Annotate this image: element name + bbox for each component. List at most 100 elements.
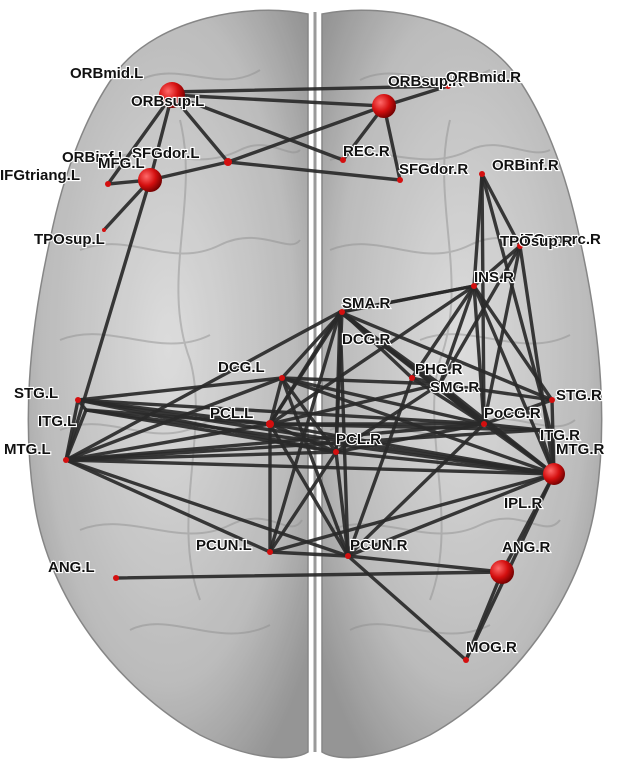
label-mtg-r: MTG.R (556, 441, 604, 458)
edge-sfgdor-l-to-sfgdor-r (226, 160, 402, 182)
node-mtg-l (63, 457, 69, 463)
node-stg-l (75, 397, 81, 403)
node-dcg-l (279, 375, 285, 381)
edge-dcg-l-to-pcl-l (268, 376, 284, 426)
edge-ins-r-to-stg-r (472, 284, 554, 402)
label-orbsup-l: ORBsup.L (131, 93, 204, 110)
edge-mtg-l-to-ipl-r (64, 458, 556, 476)
label-pcl-l: PCL.L (210, 405, 253, 422)
label-ipl-r: IPL.R (504, 495, 543, 512)
edge-orbsup-l-to-orbsup-r (170, 93, 386, 108)
label-itg-r: ITG.R (540, 427, 580, 444)
label-sma-r: SMA.R (342, 295, 391, 312)
edge-dcg-l-to-smg-r (280, 376, 442, 386)
edge-orbsup-l-to-sfgdor-l (170, 93, 230, 164)
edge-orbsup-r-to-sfgdor-l (226, 104, 386, 164)
edge-orbsup-r-to-sfgdor-r (382, 104, 402, 182)
node-orbsup-r (372, 94, 396, 118)
edge-pcun-l-to-pcun-r (268, 550, 350, 558)
edge-smg-r-to-stg-r (438, 382, 554, 402)
node-mfg-l (138, 168, 162, 192)
edge-ins-r-to-phg-r (410, 284, 476, 380)
edge-sfgdor-l-to-mfg-l (148, 160, 230, 182)
node-orbsup-l (159, 82, 185, 108)
edge-orbinf-r-to-ifgoperc-r (480, 172, 522, 248)
label-pcun-r: PCUN.R (350, 537, 408, 554)
edge-itg-l-to-ipl-r (84, 408, 556, 476)
edge-dcg-r-to-pcl-l (268, 310, 342, 426)
edge-phg-r-to-pocg-r (410, 376, 486, 426)
node-ins-r (471, 283, 477, 289)
edge-ifgoperc-r-to-ins-r (472, 244, 522, 288)
node-pcl-l (266, 420, 274, 428)
edge-ins-r-to-pcl-l (268, 284, 476, 426)
connection-edges (64, 84, 556, 662)
label-orbsup-r: ORBsup.R (388, 73, 463, 90)
label-mog-r: MOG.R (466, 639, 517, 656)
node-ang-l (113, 575, 119, 581)
edge-pcun-r-to-mog-r (346, 554, 468, 662)
label-pcl-r: PCL.R (336, 431, 381, 448)
left-hemisphere (27, 9, 309, 759)
edge-dcg-l-to-pocg-r (280, 376, 486, 426)
label-mtg-l: MTG.L (4, 441, 51, 458)
node-pocg-r (481, 421, 487, 427)
label-ang-r: ANG.R (502, 539, 551, 556)
edge-orbsup-l-to-rec-r (170, 93, 345, 162)
label-dcg-r: DCG.R (342, 331, 391, 348)
node-mog-r (463, 657, 469, 663)
label-stg-l: STG.L (14, 385, 58, 402)
label-rec-r: REC.R (343, 143, 390, 160)
label-ifgtriang-l: IFGtriang.L (0, 167, 80, 184)
label-pcun-l: PCUN.L (196, 537, 252, 554)
right-hemisphere (321, 9, 603, 759)
edge-ang-r-to-mog-r (464, 570, 504, 662)
node-pcun-l (267, 549, 273, 555)
node-pcun-r (345, 553, 351, 559)
edge-pcl-l-to-smg-r (268, 382, 442, 426)
edge-mtg-l-to-pcun-l (64, 458, 272, 554)
edge-orbmid-l-to-orbmid-r (168, 84, 450, 94)
edge-stg-l-to-pocg-r (76, 398, 486, 426)
edge-ipl-r-to-pcun-r (346, 472, 556, 558)
label-smg-r: SMG.R (430, 379, 479, 396)
label-orbmid-r: ORBmid.R (446, 69, 521, 86)
node-ifgoperc-r (517, 243, 523, 249)
node-rec-r (340, 157, 346, 163)
node-sma-r (339, 309, 345, 315)
edge-ins-r-to-dcg-r (338, 284, 476, 314)
edge-stg-l-to-mtg-l (64, 398, 80, 462)
edge-pocg-r-to-pcun-r (346, 422, 486, 558)
node-ipl-r (543, 463, 565, 485)
edge-mtg-l-to-itg-r (64, 428, 542, 462)
edge-orbsup-l-to-mfg-l (148, 93, 174, 182)
edge-mtg-l-to-pocg-r (64, 422, 486, 462)
edge-dcg-l-to-stg-l (76, 376, 284, 402)
edge-dcg-r-to-pcun-l (268, 310, 342, 554)
label-orbinf-r: ORBinf.R (492, 157, 559, 174)
node-pcl-r (333, 449, 339, 455)
label-orbinf-l: ORBinf.L (62, 149, 127, 166)
brain-surface (27, 9, 603, 759)
node-phg-r (409, 375, 415, 381)
edge-ipl-r-to-pcun-l (268, 472, 556, 554)
edge-itg-l-to-mtg-l (64, 408, 88, 462)
edge-ifgoperc-r-to-pocg-r (482, 244, 522, 426)
label-itg-l: ITG.L (38, 413, 76, 430)
label-sfgdor-l: SFGdor.L (132, 145, 200, 162)
edge-ins-r-to-ipl-r (472, 284, 556, 476)
label-sfgdor-r: SFGdor.R (399, 161, 468, 178)
label-ang-l: ANG.L (48, 559, 95, 576)
node-ang-r (490, 560, 514, 584)
node-orbinf-r (479, 171, 485, 177)
label-mfg-l: MFG.L (98, 155, 145, 172)
edge-orbsup-l-to-orbinf-l (106, 93, 174, 186)
edge-ifgoperc-r-to-smg-r (438, 244, 522, 386)
edge-mfg-l-to-mtg-l (64, 178, 152, 462)
region-nodes (63, 82, 565, 663)
node-tposup-l (102, 228, 106, 232)
edge-ins-r-to-pocg-r (472, 284, 486, 426)
